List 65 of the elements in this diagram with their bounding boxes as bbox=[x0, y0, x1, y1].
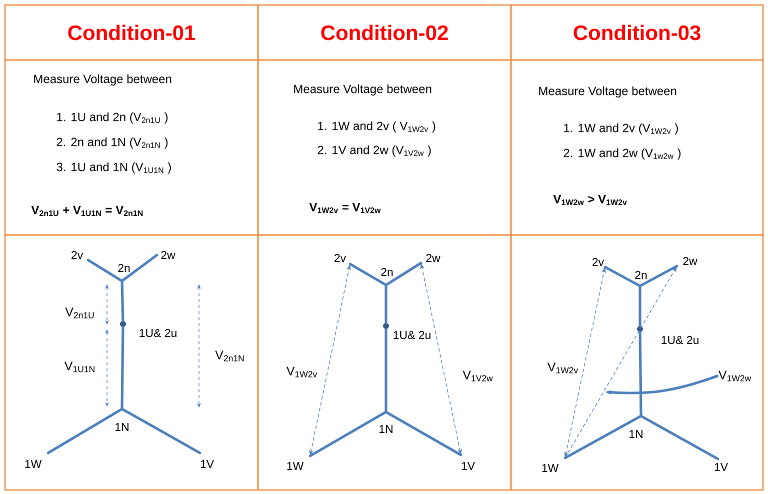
instruction-text: Measure Voltage between bbox=[294, 84, 432, 96]
winding-line bbox=[640, 414, 720, 460]
voltage-label: V$_{2n1U}$ bbox=[65, 308, 94, 318]
terminal-label: 2v bbox=[334, 254, 346, 262]
formula: V$_{1W2w}$ > V$_{1W2v}$ bbox=[553, 194, 627, 206]
list-item: 3. 1U and 1N (V$_{1U1N}$ ) bbox=[56, 162, 171, 174]
winding-line bbox=[384, 328, 388, 414]
terminal-label: 1W bbox=[542, 464, 559, 472]
list-item: 2. 1W and 2w (V$_{1w2w}$ ) bbox=[564, 148, 681, 160]
winding-line bbox=[638, 284, 642, 328]
terminal-label: 1W bbox=[287, 462, 304, 470]
terminal-label: 1N bbox=[630, 430, 642, 438]
edge-label: V$_{1W2v}$ bbox=[546, 362, 580, 374]
formula: V$_{1W2v}$ = V$_{1V2w}$ bbox=[309, 202, 381, 214]
winding-line bbox=[638, 264, 678, 288]
winding-line bbox=[564, 414, 642, 460]
terminal-label: 1N bbox=[116, 423, 128, 431]
terminal-label: 2v bbox=[72, 250, 84, 259]
winding-line bbox=[638, 330, 642, 418]
voltage-label: V$_{2n1N}$ bbox=[215, 350, 244, 362]
voltage-label: V$_{1W2w}$ bbox=[718, 370, 752, 382]
winding-line bbox=[86, 258, 124, 282]
edge-label: V$_{1V2w}$ bbox=[462, 370, 494, 382]
list-item: 2. 1V and 2w (V$_{1V2w}$ ) bbox=[318, 145, 431, 157]
header-cell: Condition-03 bbox=[510, 4, 764, 61]
list-item: 1. 1W and 2v (V$_{1W2v}$ ) bbox=[564, 123, 678, 135]
terminal-label: 1V bbox=[714, 463, 728, 471]
terminal-label: 2n bbox=[635, 270, 647, 279]
table-cell bbox=[257, 234, 512, 491]
terminal-label: 1U& 2u bbox=[140, 328, 176, 338]
winding-line bbox=[384, 410, 462, 456]
voltage-label: V$_{1U1N}$ bbox=[64, 362, 94, 372]
terminal-label: 1V bbox=[200, 460, 214, 468]
table-cell bbox=[4, 234, 259, 491]
header-cell: Condition-02 bbox=[257, 4, 512, 61]
winding-line bbox=[46, 408, 124, 454]
winding-line bbox=[384, 262, 422, 286]
terminal-label: 2w bbox=[426, 254, 440, 262]
winding-line bbox=[120, 326, 124, 410]
terminal-label: 2n bbox=[381, 268, 393, 276]
winding-line bbox=[308, 410, 388, 458]
formula: V$_{2n1U}$ + V$_{1U1N}$ = V$_{2n1N}$ bbox=[31, 206, 143, 216]
edge-label: V$_{1W2v}$ bbox=[285, 366, 319, 378]
list-item: 2. 2n and 1N (V$_{2n1N}$ ) bbox=[56, 137, 168, 149]
terminal-label: 1U& 2u bbox=[394, 330, 430, 340]
winding-line bbox=[384, 284, 388, 324]
list-item: 1. 1U and 2n (V$_{2n1U}$ ) bbox=[57, 112, 168, 124]
terminal-label: 2w bbox=[161, 250, 176, 259]
winding-line bbox=[348, 262, 388, 286]
list-item: 1. 1W and 2v ( V$_{1W2v}$ ) bbox=[318, 121, 436, 133]
terminal-label: 1V bbox=[462, 462, 475, 470]
header-cell: Condition-01 bbox=[4, 4, 259, 61]
terminal-label: 2w bbox=[683, 256, 698, 265]
terminal-label: 1U& 2u bbox=[662, 336, 698, 344]
table-cell bbox=[510, 234, 764, 491]
winding-line bbox=[120, 280, 124, 322]
winding-line bbox=[604, 266, 642, 288]
terminal-label: 1N bbox=[380, 425, 392, 433]
terminal-label: 1W bbox=[25, 460, 42, 468]
instruction-text: Measure Voltage between bbox=[34, 74, 172, 86]
winding-line bbox=[120, 254, 158, 282]
instruction-text: Measure Voltage between bbox=[539, 86, 676, 98]
winding-line bbox=[120, 408, 202, 454]
terminal-label: 2n bbox=[118, 264, 130, 272]
terminal-label: 2v bbox=[592, 258, 604, 266]
